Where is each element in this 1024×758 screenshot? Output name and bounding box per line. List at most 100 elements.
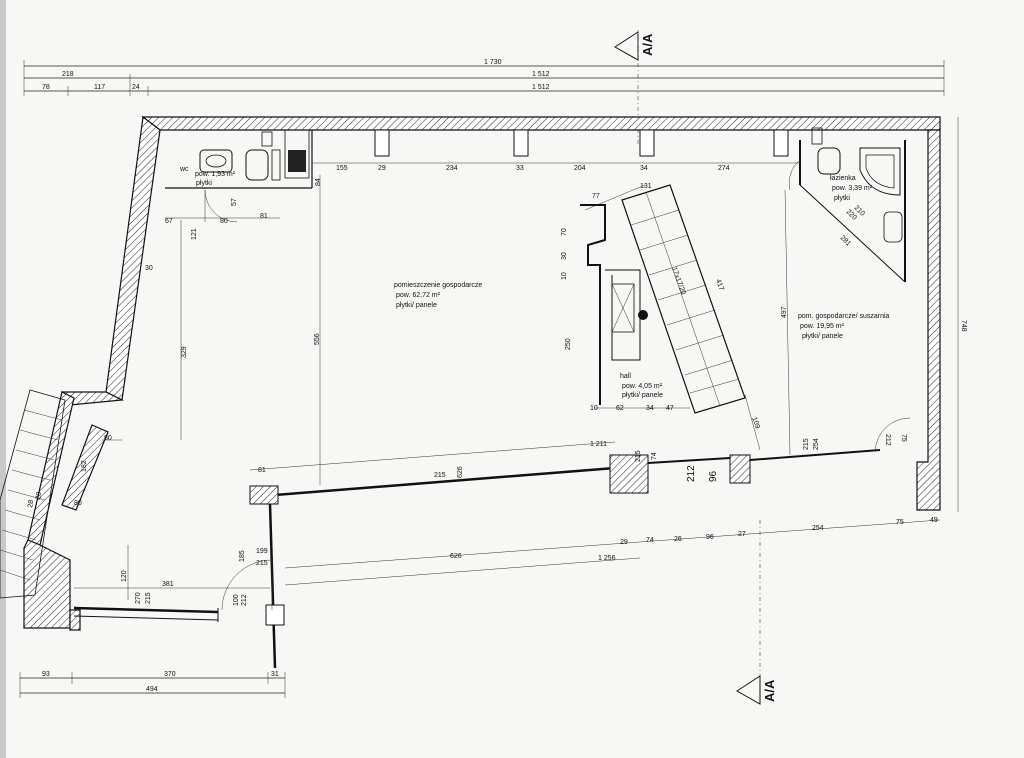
dim-626: 626 <box>457 466 464 478</box>
dim-overall: 1 730 <box>484 59 502 66</box>
room-hall-area: pow. 4,05 m² <box>622 383 663 390</box>
dim-bottom-494: 494 <box>146 686 158 693</box>
dim-182: 182 <box>81 460 88 472</box>
room-bath-name: łazienka <box>830 175 856 182</box>
exterior-stairs: 28 28 <box>0 389 66 599</box>
dim-215d: 215 <box>256 560 268 567</box>
dim-80: 80 <box>220 218 228 225</box>
dim-185: 185 <box>239 550 246 562</box>
dim-215e: 215 <box>145 592 152 604</box>
dim-74b: 74 <box>646 537 654 544</box>
dim-212: 212 <box>686 465 697 482</box>
dim-67: 67 <box>165 218 173 225</box>
dim-109: 109 <box>750 416 761 429</box>
top-dimensions: 1 730 218 1 512 78 117 24 1 512 <box>23 59 945 96</box>
room-label-wc: wc pow. 1,93 m² płytki <box>179 166 236 187</box>
dim-155: 155 <box>336 165 348 172</box>
dim-215c: 215 <box>803 438 810 450</box>
dim-281: 281 <box>839 234 852 247</box>
dim-250: 250 <box>565 338 572 350</box>
dim-34: 34 <box>640 165 648 172</box>
dim-215: 215 <box>434 472 446 479</box>
dim-100: 100 <box>233 594 240 606</box>
dim-stair-ext-1: 28 <box>35 491 43 500</box>
dim-199: 199 <box>256 548 268 555</box>
dim-row3-a: 78 <box>42 84 50 91</box>
room-hall-finish: płytki/ panele <box>622 392 663 399</box>
dim-497: 497 <box>781 306 788 318</box>
dim-274: 274 <box>718 165 730 172</box>
room-label-main: pomieszczenie gospodarcze pow. 62,72 m² … <box>394 282 482 309</box>
dim-29: 29 <box>378 165 386 172</box>
dim-bottom-93: 93 <box>42 671 50 678</box>
dim-234: 234 <box>446 165 458 172</box>
dim-row3-b: 117 <box>94 84 105 91</box>
dim-10b: 10 <box>590 405 598 412</box>
room-label-hall: hall pow. 4,05 m² płytki/ panele <box>620 373 663 399</box>
dim-49: 49 <box>930 517 938 524</box>
interior-walls <box>73 129 906 669</box>
dim-215b: 215 <box>635 450 642 462</box>
dim-81: 81 <box>260 213 268 220</box>
room-drying-name: pom. gospodarcze/ suszarnia <box>798 313 890 320</box>
room-wc-finish: płytki <box>196 180 212 187</box>
dim-121: 121 <box>191 228 198 240</box>
dim-84: 84 <box>315 178 322 186</box>
dim-77: 77 <box>592 193 600 200</box>
dim-75b: 75 <box>896 519 904 526</box>
dim-80b: 80 <box>104 435 112 442</box>
dim-556: 556 <box>314 333 321 345</box>
dim-30: 30 <box>145 265 153 272</box>
wc-fixtures <box>199 129 310 181</box>
room-label-drying: pom. gospodarcze/ suszarnia pow. 19,95 m… <box>798 313 890 340</box>
dim-748: 748 <box>960 320 967 332</box>
dim-47: 47 <box>666 405 674 412</box>
room-bath-finish: płytki <box>834 195 850 202</box>
room-main-finish: płytki/ panele <box>396 302 437 309</box>
section-marker-bottom: A/A <box>736 675 777 705</box>
dim-26: 26 <box>674 536 682 543</box>
section-label-top: A/A <box>640 33 655 56</box>
dim-212c: 212 <box>241 594 248 606</box>
bottom-dimensions: 93 370 31 494 <box>19 671 286 698</box>
room-main-name: pomieszczenie gospodarcze <box>394 282 482 289</box>
dim-96b: 96 <box>706 534 714 541</box>
room-wc-area: pow. 1,93 m² <box>195 171 236 178</box>
dim-75: 75 <box>900 434 907 442</box>
dim-1211: 1 211 <box>590 441 607 448</box>
dim-row3-c: 24 <box>132 84 140 91</box>
stair-label: 17x17/20 <box>670 266 686 296</box>
dim-96: 96 <box>708 470 719 482</box>
room-main-area: pow. 62,72 m² <box>396 292 441 299</box>
dim-10: 10 <box>561 272 568 280</box>
room-drying-finish: płytki/ panele <box>802 333 843 340</box>
room-hall-name: hall <box>620 373 631 380</box>
dim-27: 27 <box>738 531 746 538</box>
dim-30b: 30 <box>561 252 568 260</box>
dim-626b: 626 <box>450 553 462 560</box>
dim-254b: 254 <box>812 525 824 532</box>
dim-254: 254 <box>813 438 820 450</box>
room-drying-area: pow. 19,95 m² <box>800 323 845 330</box>
dim-row2-left: 218 <box>62 71 74 78</box>
section-label-bottom: A/A <box>762 679 777 702</box>
bath-fixtures <box>811 127 903 243</box>
dim-29b: 29 <box>620 539 628 546</box>
section-marker-top: A/A <box>614 31 655 61</box>
dim-270: 270 <box>135 592 142 604</box>
door-swings <box>204 159 911 611</box>
dim-80c: 80 <box>74 500 82 507</box>
exterior-walls <box>23 115 941 631</box>
dim-row3-d: 1 512 <box>532 84 550 91</box>
dim-stair-ext-2: 28 <box>27 499 35 508</box>
dim-70: 70 <box>561 228 568 236</box>
dim-bottom-370: 370 <box>164 671 176 678</box>
dim-1256: 1 256 <box>598 555 616 562</box>
interior-dimension-lines <box>74 117 959 600</box>
room-label-bath: łazienka pow. 3,39 m² płytki <box>830 175 873 202</box>
room-bath-area: pow. 3,39 m² <box>832 185 873 192</box>
dim-212b: 212 <box>884 434 891 446</box>
dim-131: 131 <box>640 183 652 190</box>
dim-bottom-31: 31 <box>271 671 279 678</box>
